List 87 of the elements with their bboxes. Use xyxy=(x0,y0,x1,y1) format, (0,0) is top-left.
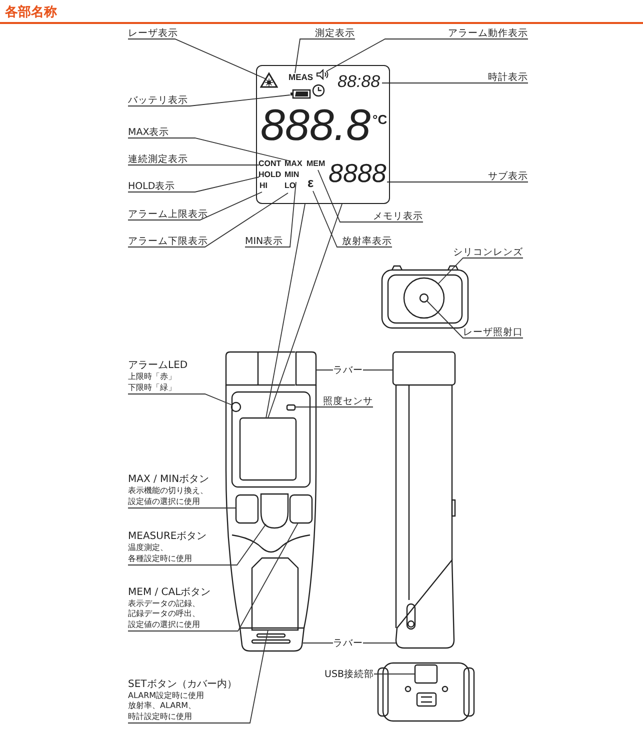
hold-indicator: HOLD xyxy=(258,170,282,179)
callout-description: 放射率、ALARM、時計設定時に使用 xyxy=(128,701,198,723)
lcd-panel xyxy=(256,65,390,204)
laser-aperture xyxy=(419,293,429,303)
callout-heading: MAX / MINボタン xyxy=(128,473,210,486)
leader-line xyxy=(312,190,392,248)
callout-label: MIN表示 xyxy=(245,236,284,247)
callout-label: 時計表示 xyxy=(488,72,528,83)
callout-heading: MEASUREボタン xyxy=(128,530,207,543)
display-window xyxy=(239,417,297,481)
leader-line xyxy=(128,524,266,566)
leader-line xyxy=(128,94,290,106)
callout-heading: アラームLED xyxy=(128,359,188,372)
battery-icon xyxy=(290,88,310,98)
measure-button xyxy=(260,493,289,529)
button-cover xyxy=(251,557,299,631)
max-min-button xyxy=(235,494,259,524)
lens xyxy=(403,277,445,319)
min-indicator: MIN xyxy=(284,170,300,179)
leader-line xyxy=(244,182,296,248)
callout-label: サブ表示 xyxy=(488,170,528,182)
callout-label: 測定表示 xyxy=(315,28,355,39)
leader-line xyxy=(294,406,374,408)
leader-line xyxy=(426,300,524,338)
callout-label: メモリ表示 xyxy=(373,210,423,222)
callout-label: 照度センサ xyxy=(323,396,373,407)
callout-label: MAX表示 xyxy=(128,126,170,138)
callout-label: レーザ照射口 xyxy=(463,326,523,338)
leader-line xyxy=(128,192,288,248)
leader-line xyxy=(438,258,524,284)
callout-description: ALARM設定時に使用 xyxy=(128,690,206,702)
laser-warning-icon xyxy=(260,72,278,88)
leader-line xyxy=(294,38,356,74)
leader-line xyxy=(128,394,232,406)
callout-label: ラバー xyxy=(333,638,363,649)
leader-line xyxy=(128,630,268,724)
max-indicator: MAX xyxy=(284,160,302,168)
callout-label: アラーム下限表示 xyxy=(128,236,208,247)
leader-line xyxy=(302,642,334,644)
leader-line xyxy=(382,82,528,84)
callout-heading: SETボタン（カバー内） xyxy=(128,678,237,691)
callout-label: シリコンレンズ xyxy=(453,246,523,258)
leader-line xyxy=(362,642,396,644)
rubber-cap xyxy=(295,351,317,386)
speaker-icon xyxy=(316,68,328,80)
rubber-cap xyxy=(392,351,456,386)
callout-label: 連続測定表示 xyxy=(128,154,188,165)
emissivity-symbol: ε xyxy=(308,176,314,190)
callout-description: 表示データの記録、記録データの呼出、設定値の選択に使用 xyxy=(128,598,201,631)
measure-indicator: MEAS xyxy=(288,72,314,82)
leader-line xyxy=(128,176,260,192)
callout-label: バッテリ表示 xyxy=(128,94,188,106)
alarm-led xyxy=(230,402,242,412)
rubber-bumper xyxy=(239,627,305,652)
callout-description: 表示機能の切り換え、設定値の選択に使用 xyxy=(128,486,209,508)
leader-line xyxy=(128,164,260,166)
callout-heading: MEM / CALボタン xyxy=(128,586,211,599)
callout-label: ラバー xyxy=(333,364,363,376)
mem-cal-button xyxy=(289,494,313,524)
callout-label: HOLD表示 xyxy=(128,180,176,192)
temperature-digits: 888.8 xyxy=(260,102,371,149)
section-title: 各部名称 xyxy=(5,4,57,21)
low-alarm-indicator: LO xyxy=(284,182,296,190)
callout-label: USB接続部 xyxy=(324,668,374,680)
light-sensor xyxy=(286,404,296,411)
memory-indicator: MEM xyxy=(306,160,326,168)
leader-line xyxy=(128,522,298,632)
callout-label: 放射率表示 xyxy=(342,236,392,247)
leader-line xyxy=(128,38,266,80)
high-alarm-indicator: HI xyxy=(260,182,268,190)
callout-label: アラーム上限表示 xyxy=(128,208,208,220)
magnification-line xyxy=(268,204,342,418)
magnification-line xyxy=(266,204,306,418)
leader-line xyxy=(128,138,290,162)
clock-digits: 88:88 xyxy=(338,72,380,90)
leader-line xyxy=(326,38,528,72)
callout-description: 温度測定、各種設定時に使用 xyxy=(128,543,193,565)
rubber-bumper xyxy=(395,559,455,649)
callout-label: アラーム動作表示 xyxy=(448,28,528,39)
cont-indicator: CONT xyxy=(258,160,282,168)
leader-line xyxy=(128,192,262,220)
unit-label: °C xyxy=(372,112,388,126)
leader-line xyxy=(318,170,424,222)
callout-description: 上限時「赤」下限時「緑」 xyxy=(128,372,177,394)
callout-label: レーザ表示 xyxy=(128,28,178,39)
usb-port xyxy=(414,664,438,684)
sub-display-digits: 8888 xyxy=(328,160,386,187)
